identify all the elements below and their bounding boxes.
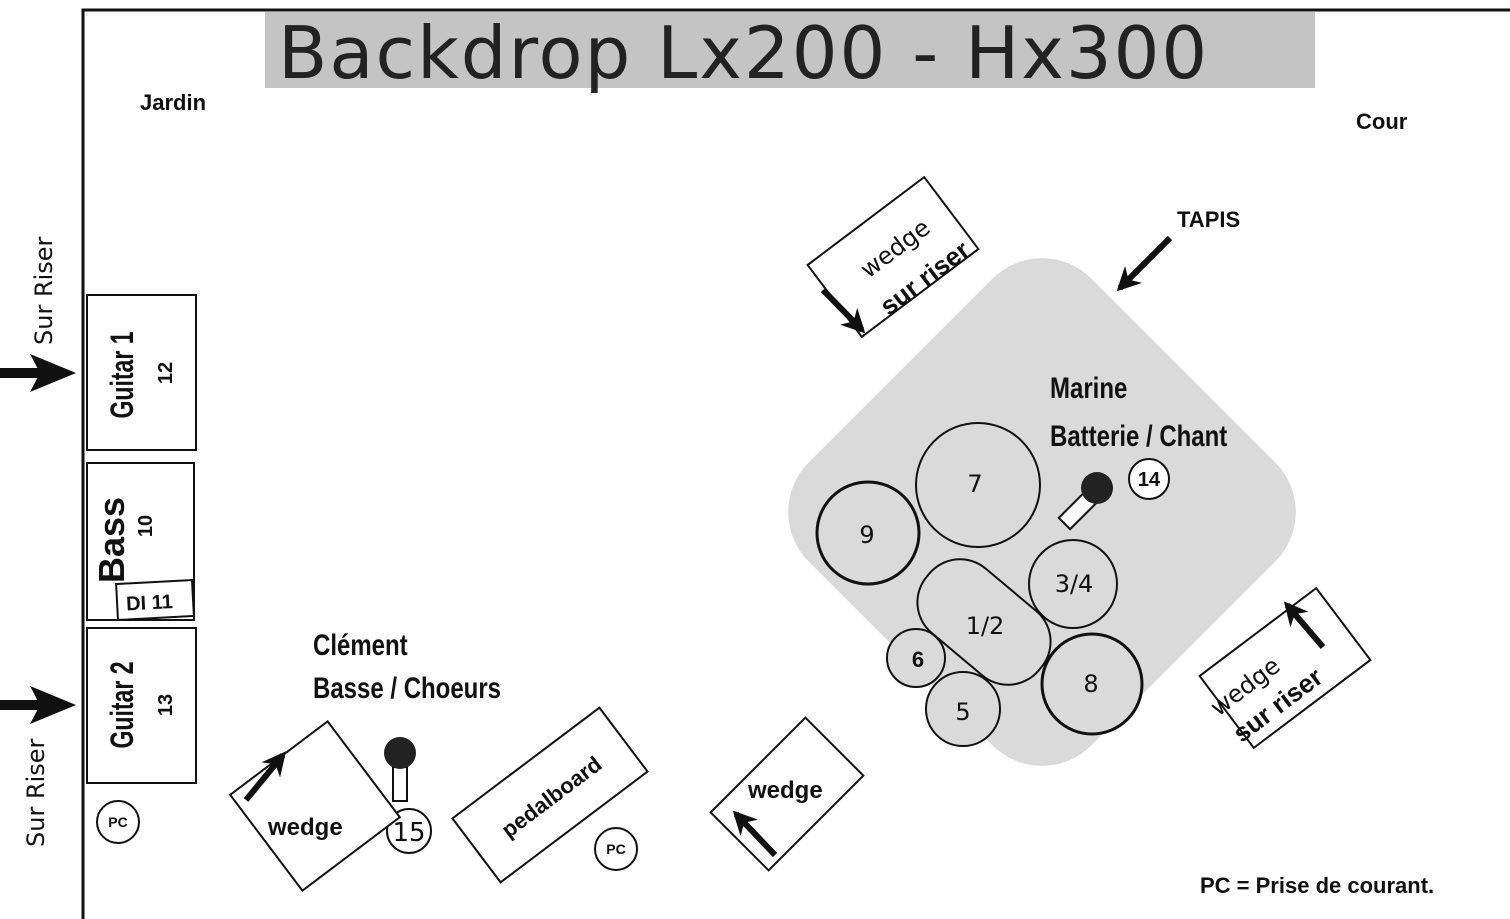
power-outlet-right-icon: PC [594, 827, 638, 871]
drum-8: 8 [1040, 632, 1144, 736]
marine-role: Batterie / Chant [1050, 418, 1227, 452]
clement-role: Basse / Choeurs [313, 670, 501, 704]
power-legend: PC = Prise de courant. [1200, 873, 1434, 898]
di-box: DI 11 [115, 578, 195, 622]
drum-right-wedge-arrow-icon [1283, 601, 1326, 649]
guitar2-amp: Guitar 2 13 [86, 627, 197, 784]
drum-3-4: 3/4 [1028, 539, 1118, 629]
cour-label: Cour [1356, 109, 1408, 134]
clement-mic-channel: 15 [386, 808, 432, 854]
bass-channel: 10 [135, 515, 157, 537]
tapis-label: TAPIS [1177, 207, 1240, 232]
bass-amp: Bass 10 DI 11 [86, 462, 195, 622]
guitar2-channel: 13 [155, 694, 177, 716]
drum-right-wedge [1198, 586, 1372, 750]
svg-text:3/4: 3/4 [1055, 570, 1094, 598]
marine-mic-icon [1057, 472, 1113, 531]
stage-border [81, 8, 1510, 919]
svg-text:6: 6 [912, 647, 924, 672]
riser-label-bottom: Sur Riser [22, 738, 50, 847]
guitar2-name: Guitar 2 [104, 661, 140, 748]
drum-9: 9 [815, 480, 921, 586]
pedalboard [451, 706, 649, 884]
marine-name: Marine [1050, 370, 1127, 404]
svg-text:7: 7 [967, 470, 982, 498]
bass-name: Bass [91, 497, 132, 583]
marine-mic-channel: 14 [1128, 458, 1170, 500]
bass-wedge-label: wedge [267, 814, 343, 841]
drum-7: 7 [915, 422, 1041, 548]
page-title: Backdrop Lx200 - Hx300 [278, 11, 1209, 95]
svg-text:5: 5 [955, 698, 970, 726]
svg-text:9: 9 [859, 521, 874, 549]
drum-5: 5 [925, 671, 1001, 747]
center-wedge-label: wedge [747, 777, 823, 804]
tapis-arrow-icon [1116, 235, 1173, 292]
center-wedge-arrow-icon [732, 810, 778, 858]
title-background [265, 12, 1315, 88]
power-outlet-left-icon: PC [96, 800, 140, 844]
guitar1-amp: Guitar 1 12 [86, 294, 197, 451]
svg-text:8: 8 [1083, 670, 1098, 698]
bass-wedge-arrow-icon [243, 751, 287, 802]
di-label: DI 11 [126, 591, 174, 615]
guitar1-channel: 12 [155, 362, 177, 384]
riser-label-top: Sur Riser [30, 236, 58, 345]
clement-mic-icon [384, 737, 416, 802]
svg-text:1/2: 1/2 [966, 612, 1005, 640]
drum-1-2: 1/2 [916, 558, 1052, 686]
guitar1-name: Guitar 1 [104, 331, 140, 418]
riser-arrow-top-icon [0, 354, 76, 392]
svg-text:15: 15 [392, 818, 425, 848]
jardin-label: Jardin [140, 90, 206, 115]
clement-name: Clément [313, 627, 408, 661]
svg-text:PC: PC [606, 841, 625, 857]
riser-arrow-bottom-icon [0, 686, 76, 724]
svg-text:PC: PC [108, 814, 127, 830]
drum-6: 6 [886, 628, 946, 688]
bass-wedge [228, 719, 402, 893]
svg-text:14: 14 [1138, 469, 1161, 491]
drum-left-wedge-arrow-icon [820, 287, 866, 334]
